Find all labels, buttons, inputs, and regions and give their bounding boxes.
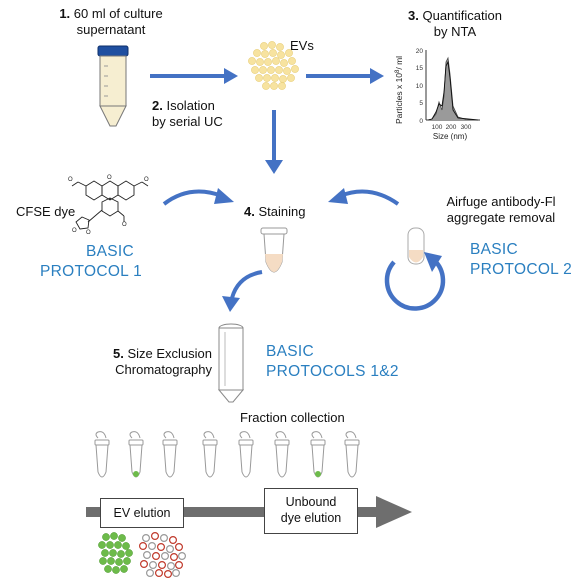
airfuge-line2: aggregate removal (446, 210, 556, 225)
arrow-isolation (150, 68, 238, 84)
arrow-cfse-to-staining (162, 188, 234, 206)
fraction-tube (202, 431, 218, 478)
svg-text:O: O (72, 228, 77, 234)
step1-label: 1. 60 ml of culture supernatant (36, 6, 186, 38)
basic-protocols-12-line2: PROTOCOLS 1&2 (266, 363, 399, 380)
fraction-tube (310, 431, 326, 478)
step2-line2: by serial UC (152, 114, 223, 129)
svg-text:O: O (122, 222, 127, 228)
nta-ytick: 0 (419, 118, 423, 125)
step2-line1: Isolation (166, 98, 215, 113)
nta-ytick: 5 (419, 100, 423, 107)
nta-xlabel: Size (nm) (433, 132, 468, 141)
nta-ylabel: Particles x 108/ ml (394, 56, 404, 124)
nta-xtick: 200 (446, 124, 457, 131)
cfse-label: CFSE dye (16, 204, 76, 219)
step1-line2: supernatant (76, 22, 146, 37)
nta-xtick: 300 (461, 124, 472, 131)
nta-ytick: 15 (416, 65, 424, 72)
culture-tube-icon (97, 45, 129, 127)
arrow-quantification (306, 68, 384, 84)
protocol1-line1: BASIC (86, 243, 135, 260)
dye-elution-line1: Unbound (285, 495, 337, 509)
dye-elution-box: Unbound dye elution (264, 488, 358, 534)
airfuge-tube-icon (407, 227, 425, 265)
step5-label: 5. Size Exclusion Chromatography (88, 346, 212, 378)
airfuge-label: Airfuge antibody-Fl aggregate removal (426, 194, 576, 226)
sec-column-icon (217, 323, 245, 403)
svg-text:O: O (107, 175, 112, 181)
fraction-collection-label: Fraction collection (240, 410, 345, 425)
nta-chart: Particles x 108/ ml 20 15 10 5 0 100 200… (394, 48, 480, 141)
fraction-tube (238, 431, 254, 478)
step3-label: 3. Quantification by NTA (380, 8, 530, 40)
basic-protocol-2-line2: PROTOCOL 2 (470, 261, 573, 278)
fraction-tube (128, 431, 144, 478)
step2-number: 2. (152, 98, 163, 113)
step5-line2: Chromatography (115, 362, 212, 377)
step4-label: 4. Staining (244, 204, 305, 220)
basic-protocol-2-line1: BASIC (470, 241, 519, 258)
step3-line1: Quantification (422, 8, 502, 23)
arrow-staining-to-sec (222, 270, 263, 312)
red-dye-cluster-icon (138, 532, 186, 578)
green-ev-cluster-icon (98, 532, 133, 574)
arrow-to-staining (265, 110, 283, 174)
staining-tube-icon (260, 227, 288, 273)
ev-cluster-icon (248, 41, 299, 90)
svg-text:O: O (68, 177, 73, 183)
evs-label: EVs (290, 38, 314, 53)
svg-text:O: O (86, 230, 91, 236)
basic-protocol-1: BASIC (86, 242, 134, 262)
step3-number: 3. (408, 8, 419, 23)
arrow-airfuge-to-staining (328, 188, 400, 206)
step5-number: 5. (112, 346, 124, 361)
basic-protocol-1-title: PROTOCOL 1 (40, 263, 143, 280)
nta-ytick: 20 (416, 48, 424, 55)
ev-elution-box: EV elution (100, 498, 184, 528)
step1-number: 1. (59, 6, 71, 21)
step5-line1: Size Exclusion (127, 346, 212, 361)
svg-text:O: O (144, 177, 149, 183)
basic-protocols-12-line1: BASIC (266, 343, 315, 360)
ev-elution-label: EV elution (113, 506, 171, 520)
airfuge-line1: Airfuge antibody-Fl (446, 194, 556, 209)
elution-arrow (86, 496, 412, 528)
dye-elution-line2: dye elution (280, 511, 342, 525)
step2-label: 2. Isolation by serial UC (152, 98, 223, 130)
fraction-tube (274, 431, 290, 478)
nta-ytick: 10 (416, 83, 424, 90)
step4-text: Staining (258, 204, 306, 219)
cfse-molecule-icon: O O O O O O (68, 175, 149, 236)
fraction-tube (344, 431, 360, 478)
step1-line1: 60 ml of culture (73, 6, 163, 21)
fraction-tube (94, 431, 110, 478)
fraction-tube (162, 431, 178, 478)
step4-number: 4. (244, 204, 255, 219)
nta-xtick: 100 (432, 124, 443, 131)
fraction-tubes (94, 431, 360, 478)
step3-line2: by NTA (433, 24, 477, 39)
airfuge-cycle-arrow (384, 252, 446, 311)
